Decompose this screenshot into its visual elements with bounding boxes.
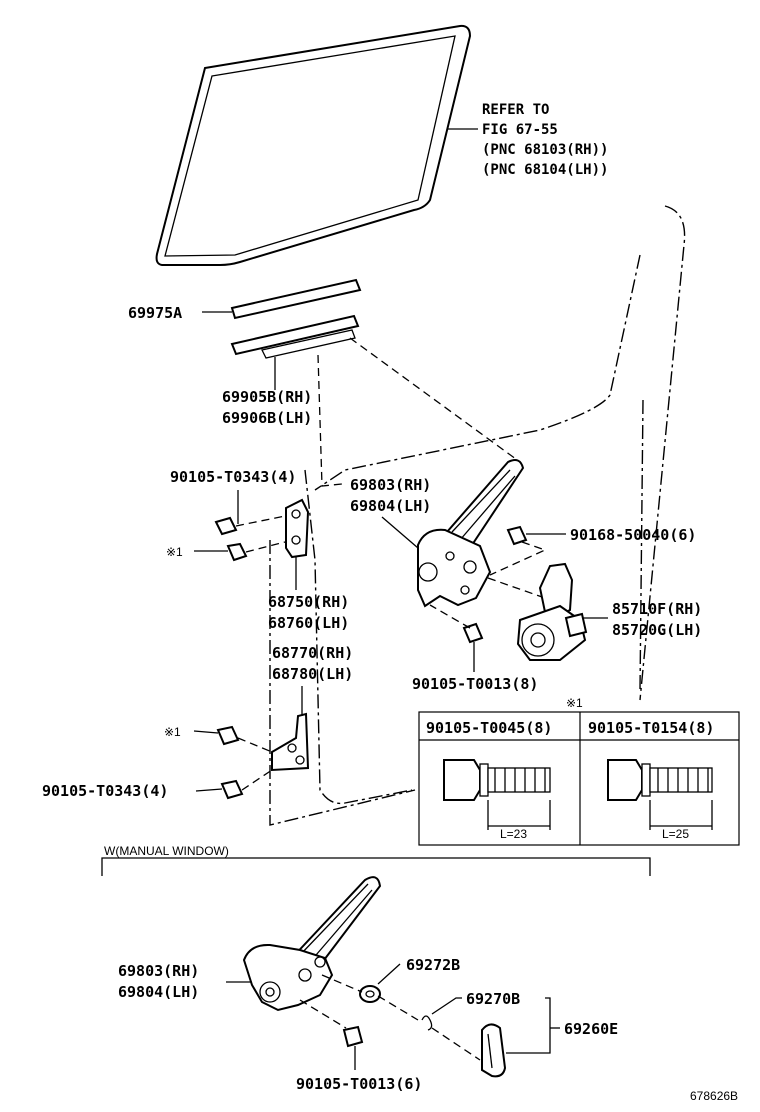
label-68770: 68770(RH): [272, 644, 353, 662]
bracket-69260e: [506, 997, 551, 1054]
label-90105-t0013-8: 90105-T0013(8): [412, 675, 538, 693]
label-90105-t0343-bottom: 90105-T0343(4): [42, 782, 168, 800]
label-69272b: 69272B: [406, 956, 460, 974]
table-col1-header: 90105-T0045(8): [426, 719, 552, 737]
label-69803-top: 69803(RH): [350, 476, 431, 494]
bracket-68770: [271, 712, 310, 772]
dash-clip-handle: [431, 1027, 481, 1061]
label-69975a: 69975A: [128, 304, 182, 322]
regulator-top: [417, 459, 525, 608]
label-90105-t0013-6: 90105-T0013(6): [296, 1075, 422, 1093]
bolt-90168: [489, 525, 547, 576]
leader-69803-top: [381, 516, 419, 549]
refer-line-1: REFER TO: [482, 102, 549, 118]
label-85720g: 85720G(LH): [612, 621, 702, 639]
dash-channel-regulator: [349, 337, 521, 463]
leader-mark-b: [193, 730, 219, 734]
refer-line-4: (PNC 68104(LH)): [482, 162, 608, 178]
handle-69260e: [481, 1023, 507, 1078]
table-col2-length: L=25: [662, 827, 689, 841]
refer-line-2: FIG 67-55: [482, 122, 558, 138]
table-col2-header: 90105-T0154(8): [588, 719, 714, 737]
label-69906b: 69906B(LH): [222, 409, 312, 427]
bolt-table: [418, 711, 740, 846]
label-mark-b: ※1: [164, 725, 181, 739]
washer-69272b: [359, 985, 381, 1003]
label-69270b: 69270B: [466, 990, 520, 1008]
bolt-upper-2: [226, 541, 286, 562]
label-69905b: 69905B(RH): [222, 388, 312, 406]
glass-channel-69905b: [230, 314, 360, 359]
dash-regulator-motor: [487, 577, 546, 599]
bolt-90105-t0013-top: [429, 604, 484, 644]
label-mark-a: ※1: [166, 545, 183, 559]
label-manual-window: W(MANUAL WINDOW): [104, 844, 229, 858]
bolt-lower-1: [216, 725, 273, 753]
manual-window-bracket: [101, 857, 651, 876]
refer-line-3: (PNC 68103(RH)): [482, 142, 608, 158]
label-69804-bottom: 69804(LH): [118, 983, 199, 1001]
label-69804-top: 69804(LH): [350, 497, 431, 515]
bolt-t0045-drawing: [443, 759, 551, 830]
leader-69270b: [431, 997, 462, 1015]
label-68760: 68760(LH): [268, 614, 349, 632]
label-69803-bottom: 69803(RH): [118, 962, 199, 980]
window-glass: [155, 24, 472, 266]
table-col1-length: L=23: [500, 827, 527, 841]
label-68780: 68780(LH): [272, 665, 353, 683]
leader-69272b: [377, 963, 401, 985]
drawing-number: 678626B: [690, 1089, 738, 1103]
door-outline: [269, 205, 686, 826]
bracket-68750: [285, 498, 310, 559]
leader-90105-t0343-bottom: [195, 788, 223, 792]
manual-regulator: [242, 876, 382, 1012]
clip-69270b: [421, 1015, 433, 1031]
label-mark-table: ※1: [566, 696, 583, 710]
glass-channel-69975a: [230, 278, 362, 320]
label-69260e: 69260E: [564, 1020, 618, 1038]
dash-channel-bolt: [317, 354, 343, 487]
bolt-90105-t0013-bottom: [299, 999, 364, 1048]
label-90105-t0343-top: 90105-T0343(4): [170, 468, 296, 486]
dash-regulator-washer: [321, 974, 363, 993]
bolt-upper-1: [214, 515, 286, 536]
bolt-lower-2: [220, 769, 273, 800]
window-motor: [516, 562, 588, 661]
label-90168: 90168-50040(6): [570, 526, 696, 544]
bolt-t0154-drawing: [607, 759, 713, 830]
dash-washer-clip: [377, 995, 419, 1021]
label-85710f: 85710F(RH): [612, 600, 702, 618]
label-68750: 68750(RH): [268, 593, 349, 611]
